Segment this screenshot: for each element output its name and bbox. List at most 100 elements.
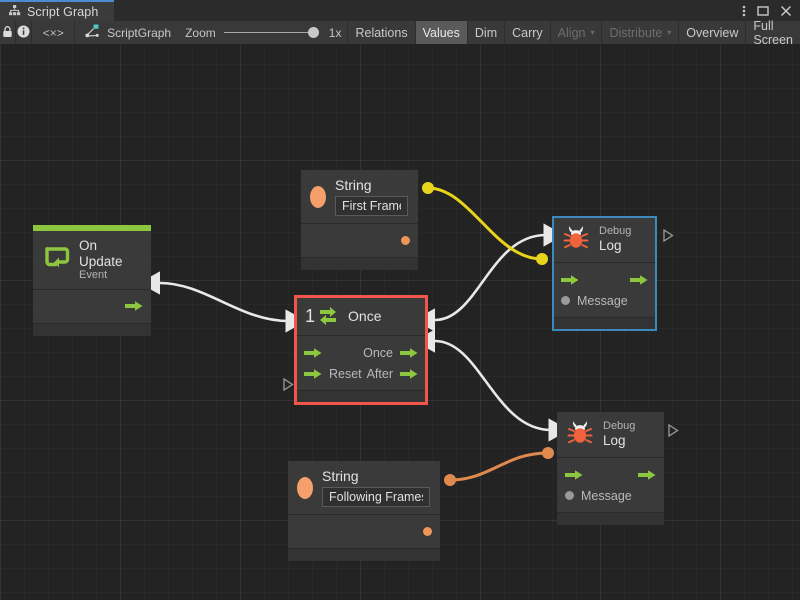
graph-name-field[interactable]: ScriptGraph (75, 21, 185, 44)
toolbar-button-align[interactable]: Align ▾ (549, 21, 602, 44)
toolbar-button-dim[interactable]: Dim (466, 21, 504, 44)
node-title-block: Debug Log (603, 420, 635, 448)
bug-icon (562, 224, 590, 255)
port-row (301, 230, 418, 251)
port-row (553, 269, 656, 290)
string-value-input[interactable] (335, 196, 408, 217)
node-body: Message (553, 263, 656, 317)
script-graph-icon (85, 24, 100, 41)
graph-name-label: ScriptGraph (107, 25, 172, 40)
node-title: On Update (79, 238, 123, 269)
node-title-block: On Update Event (79, 238, 141, 282)
node-debug-log-1[interactable]: Debug Log (552, 216, 657, 331)
node-string-first-frame[interactable]: String (301, 170, 418, 271)
node-title-block: Once (348, 308, 381, 324)
control-flow-arrow-icon (304, 347, 322, 358)
string-icon (297, 476, 313, 499)
more-options-button[interactable] (742, 4, 746, 18)
node-title: Log (603, 433, 626, 449)
lock-icon (2, 25, 13, 41)
port-output-value[interactable] (401, 236, 410, 246)
once-icon-number: 1 (305, 305, 316, 326)
port-input-message-label: Message (581, 488, 632, 503)
string-icon (310, 185, 326, 208)
toolbar-button-full-screen[interactable]: Full Screen (745, 19, 800, 47)
code-view-button[interactable]: <×> (32, 21, 76, 44)
port-input-control-enter[interactable] (561, 274, 579, 286)
control-flow-arrow-icon (125, 301, 143, 311)
value-port-dot-icon (423, 527, 432, 537)
port-input-message-label: Message (577, 293, 628, 308)
port-row: Once (296, 342, 426, 363)
zoom-slider-knob[interactable] (307, 27, 319, 38)
chevron-down-icon: ▾ (590, 27, 595, 37)
control-flow-arrow-icon (565, 469, 583, 480)
node-body: Message (557, 458, 664, 512)
control-flow-arrow-icon (400, 368, 418, 379)
node-accent-bar (33, 225, 151, 231)
toolbar-button-carry-label: Carry (512, 25, 543, 40)
lock-button[interactable] (0, 21, 17, 44)
port-output-control[interactable] (125, 300, 143, 312)
control-flow-arrow-icon (630, 274, 648, 285)
port-input-control-enter[interactable] (565, 469, 583, 481)
code-brackets-icon: <×> (42, 25, 64, 40)
port-output-control-exit[interactable] (638, 469, 656, 481)
window-controls (742, 0, 800, 21)
tab-script-graph[interactable]: Script Graph (0, 0, 115, 21)
node-body (33, 289, 151, 323)
string-value-input[interactable] (322, 487, 430, 508)
node-header: Debug Log (557, 412, 664, 458)
graph-canvas[interactable]: On Update Event (0, 45, 800, 600)
zoom-label: Zoom (185, 25, 216, 40)
node-debug-log-2[interactable]: Debug Log (557, 412, 664, 525)
node-title: Log (599, 238, 622, 254)
toolbar-button-values-label: Values (422, 25, 460, 40)
node-title: Once (348, 307, 382, 324)
toolbar-button-relations-label: Relations (355, 25, 408, 40)
node-on-update[interactable]: On Update Event (33, 225, 151, 336)
port-input-reset[interactable]: Reset (304, 367, 362, 381)
value-port-dot-icon (401, 236, 410, 246)
node-string-following-frames[interactable]: String (288, 461, 440, 562)
zoom-slider-track (223, 32, 319, 33)
node-footer (296, 390, 426, 403)
toolbar-button-values[interactable]: Values (414, 21, 467, 44)
port-output-value[interactable] (423, 527, 432, 537)
graph-toolbar: <×> ScriptGraph Zoom 1x Relat (0, 19, 800, 47)
chevron-down-icon: ▾ (667, 27, 672, 37)
port-input-message[interactable]: Message (565, 489, 632, 503)
node-title-block: String (322, 468, 430, 508)
port-output-control-exit[interactable] (630, 274, 648, 286)
node-title: String (322, 468, 359, 484)
port-row (288, 521, 440, 542)
close-button[interactable] (780, 5, 792, 17)
toolbar-button-relations[interactable]: Relations (347, 21, 414, 44)
node-header: 1 Once (296, 297, 426, 336)
node-footer (288, 548, 440, 562)
node-subtitle: Debug (603, 420, 636, 433)
unconnected-port-indicator-icon (283, 378, 294, 391)
control-flow-arrow-icon (638, 469, 656, 480)
node-once[interactable]: 1 Once (294, 295, 428, 405)
port-output-after[interactable]: After (367, 367, 418, 381)
toolbar-button-overview[interactable]: Overview (678, 21, 745, 44)
port-input-message[interactable]: Message (561, 294, 628, 308)
maximize-button[interactable] (757, 5, 769, 17)
info-button[interactable] (16, 21, 33, 44)
connection-wires (139, 182, 570, 486)
port-input-control-enter[interactable] (304, 347, 322, 359)
node-footer (33, 322, 151, 336)
port-row: Message (557, 485, 664, 506)
port-output-after-label: After (366, 366, 393, 381)
once-icon: 1 (305, 304, 339, 328)
bug-icon (566, 419, 594, 450)
zoom-slider[interactable] (223, 26, 319, 40)
node-header: String (288, 461, 440, 516)
toolbar-button-carry[interactable]: Carry (504, 21, 550, 44)
port-output-once[interactable]: Once (363, 346, 418, 360)
toolbar-button-distribute[interactable]: Distribute ▾ (601, 21, 678, 44)
toolbar-button-dim-label: Dim (474, 25, 498, 40)
node-header: Debug Log (553, 217, 656, 263)
